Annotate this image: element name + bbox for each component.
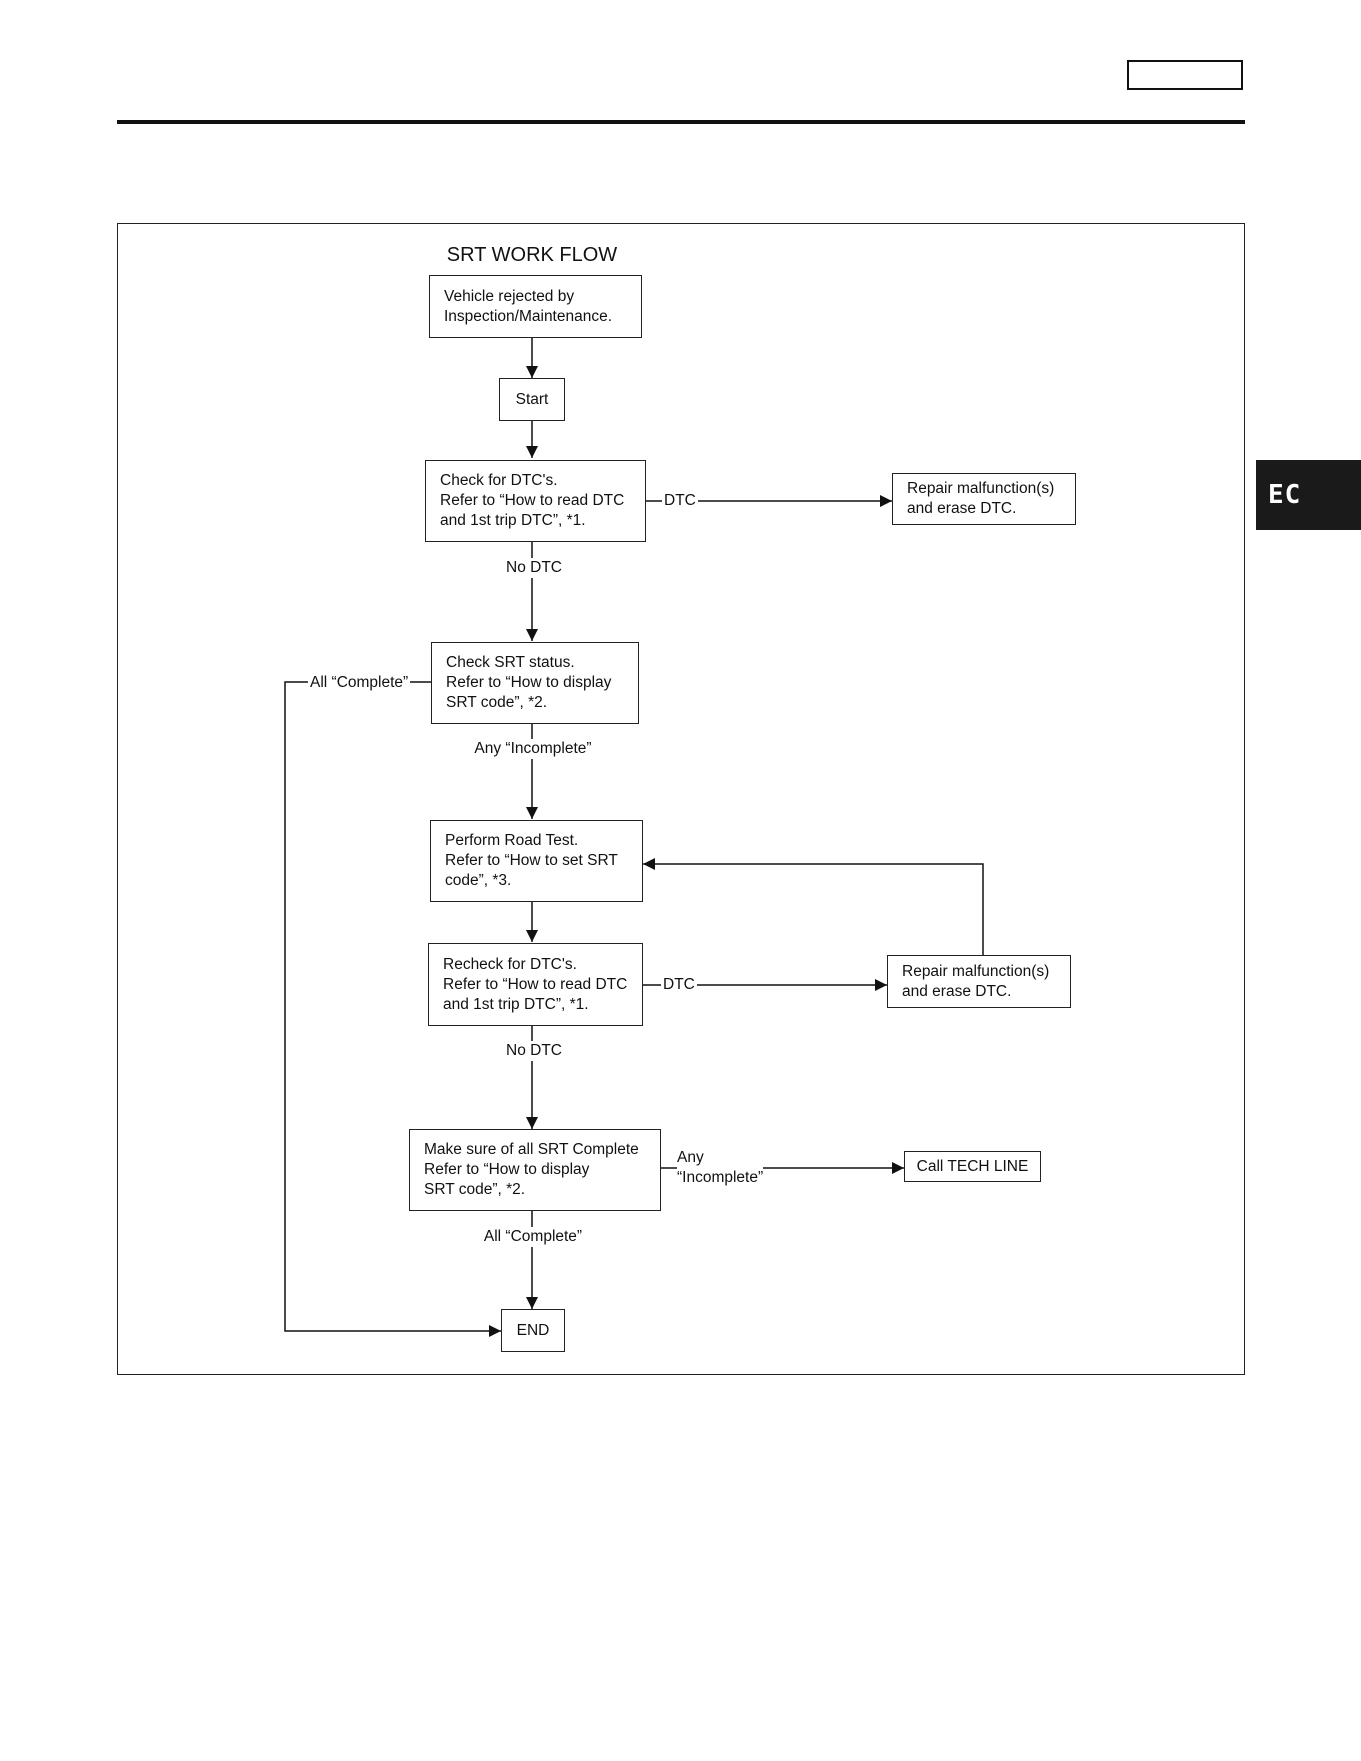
- node-text-line: Perform Road Test.: [445, 832, 579, 849]
- edge-label-any-incomplete-2: Any “Incomplete”: [677, 1148, 764, 1188]
- node-text-line: Refer to “How to set SRT: [445, 852, 618, 869]
- node-text-line: Refer to “How to display: [446, 674, 612, 691]
- node-text-line: SRT code”, *2.: [446, 694, 548, 711]
- edge-label-dtc-1: DTC: [662, 491, 698, 511]
- node-call-tech-line[interactable]: Call TECH LINE: [904, 1151, 1041, 1182]
- node-text-line: and 1st trip DTC”, *1.: [440, 512, 586, 529]
- page-number-box: [1127, 60, 1243, 90]
- node-text-line: Check SRT status.: [446, 654, 575, 671]
- node-text-line: END: [516, 1321, 550, 1339]
- node-text-line: Call TECH LINE: [916, 1157, 1029, 1175]
- node-check-srt[interactable]: Check SRT status. Refer to “How to displ…: [431, 642, 639, 724]
- node-recheck-dtc[interactable]: Recheck for DTC's. Refer to “How to read…: [428, 943, 643, 1026]
- header-rule: [117, 120, 1245, 124]
- node-text-line: Refer to “How to read DTC: [440, 492, 625, 509]
- node-check-dtc[interactable]: Check for DTC's. Refer to “How to read D…: [425, 460, 646, 542]
- edge-repair-to-road-test: [643, 858, 984, 955]
- node-vehicle-rejected[interactable]: Vehicle rejected by Inspection/Maintenan…: [429, 275, 642, 338]
- node-road-test[interactable]: Perform Road Test. Refer to “How to set …: [430, 820, 643, 902]
- node-make-sure-srt-complete[interactable]: Make sure of all SRT Complete Refer to “…: [409, 1129, 661, 1211]
- node-text-line: Repair malfunction(s): [907, 480, 1055, 497]
- section-tab-ec[interactable]: EC: [1256, 460, 1361, 530]
- edge-label-no-dtc-2: No DTC: [506, 1041, 562, 1061]
- node-text-line: Start: [515, 390, 549, 408]
- edge-label-dtc-2: DTC: [661, 975, 697, 995]
- edge-label-line: Any: [677, 1149, 704, 1166]
- diagram-title: SRT WORK FLOW: [446, 244, 618, 266]
- node-text-line: Repair malfunction(s): [902, 962, 1050, 980]
- edge-label-line: “Incomplete”: [677, 1169, 764, 1186]
- edge-label-all-complete-2: All “Complete”: [483, 1227, 583, 1247]
- edge-label-any-incomplete-1: Any “Incomplete”: [474, 739, 592, 759]
- node-text-line: SRT code”, *2.: [424, 1181, 526, 1198]
- node-text-line: Refer to “How to read DTC: [443, 975, 628, 993]
- node-repair-malfunction-1[interactable]: Repair malfunction(s) and erase DTC.: [892, 473, 1076, 525]
- edge-label-no-dtc-1: No DTC: [506, 558, 562, 578]
- node-text-line: Refer to “How to display: [424, 1161, 590, 1178]
- node-text-line: Check for DTC's.: [440, 472, 558, 489]
- node-end[interactable]: END: [501, 1309, 565, 1352]
- node-text-line: code”, *3.: [445, 872, 512, 889]
- node-text-line: Inspection/Maintenance.: [444, 307, 613, 325]
- node-text-line: Vehicle rejected by: [444, 287, 575, 305]
- node-text-line: and erase DTC.: [907, 500, 1017, 517]
- node-text-line: and 1st trip DTC”, *1.: [443, 995, 589, 1013]
- node-text-line: Recheck for DTC's.: [443, 955, 577, 973]
- node-text-line: and erase DTC.: [902, 982, 1012, 1000]
- node-repair-malfunction-2[interactable]: Repair malfunction(s) and erase DTC.: [887, 955, 1071, 1008]
- node-start[interactable]: Start: [499, 378, 565, 421]
- edge-label-all-complete-1: All “Complete”: [308, 673, 411, 693]
- node-text-line: Make sure of all SRT Complete: [424, 1141, 639, 1158]
- diagram-frame: [117, 223, 1245, 1375]
